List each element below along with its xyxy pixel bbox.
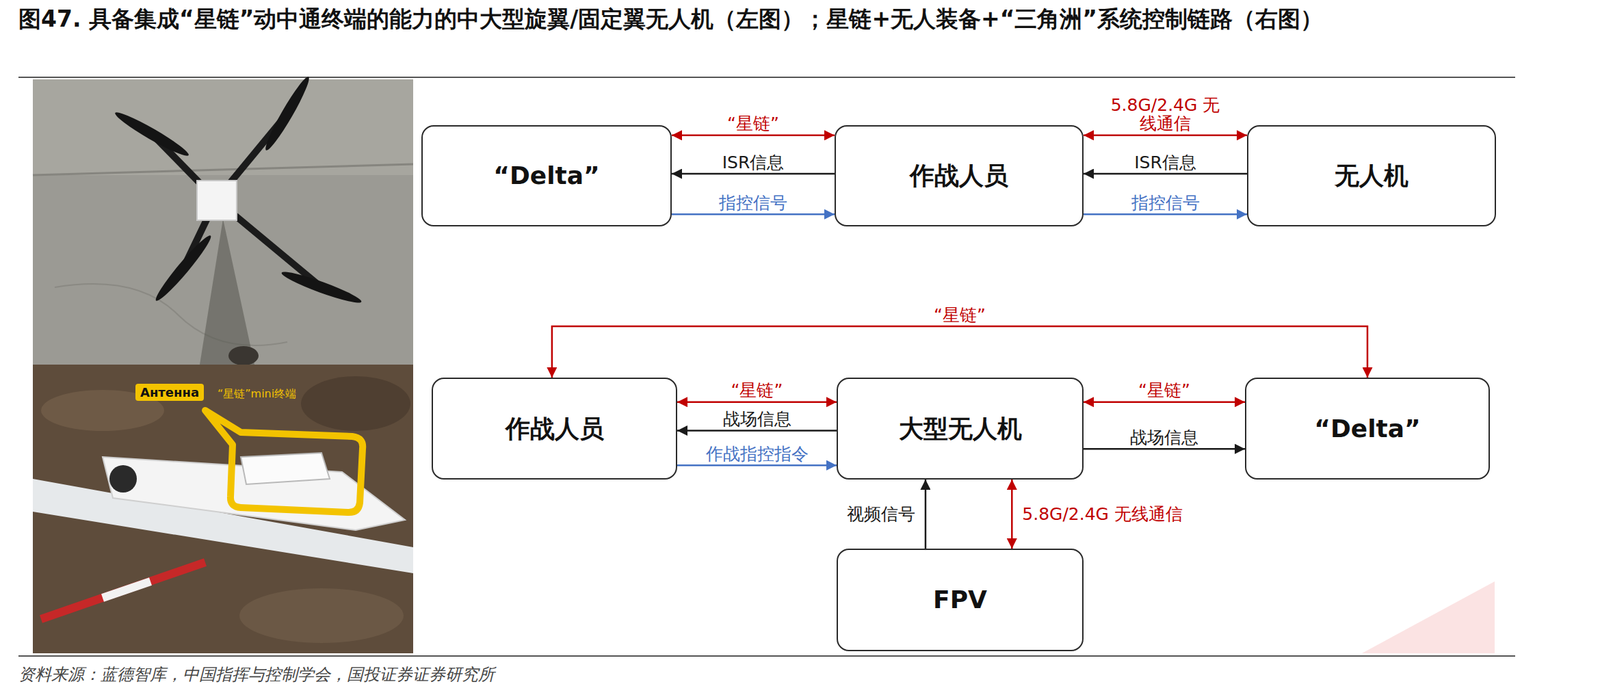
link-arrow [677,401,837,404]
link-arrow [1083,134,1248,137]
link-arrow [671,173,835,176]
link-label: “星链” [1136,381,1193,401]
link-arrow [1083,173,1248,176]
quadcopter-photo [32,73,414,366]
concrete-slab [32,79,414,176]
link-label: 战场信息 [1128,428,1201,448]
entity-box: “Delta” [421,125,672,227]
propeller [112,108,191,161]
soil-texture [300,376,411,431]
link-arrow [671,134,835,137]
link-label: 5.8G/2.4G 无线通信 [1105,95,1226,134]
concrete-crack [54,283,288,346]
link-label: 战场信息 [720,409,794,429]
entity-box: 无人机 [1247,125,1497,227]
drone-body [197,180,237,221]
link-arrow [1083,401,1245,404]
box-label: FPV [933,584,988,615]
entity-box: 作战人员 [431,377,678,480]
link-arrow [924,479,927,549]
soil-ground [32,364,414,654]
link-arrow [1083,448,1245,451]
highlight-outline [205,410,363,513]
figure-title: 图47. 具备集成“星链”动中通终端的能力的中大型旋翼/固定翼无人机（左图）；星… [18,4,1524,35]
entity-box: “Delta” [1244,377,1490,480]
link-label: “星链” [931,305,988,325]
entity-box: 作战人员 [834,125,1084,227]
link-label: 指控信号 [716,193,790,213]
link-arrow [1011,479,1014,549]
concrete-joint [32,164,414,176]
link-label: “星链” [729,381,786,401]
starlink-antenna [240,452,330,485]
link-label: 5.8G/2.4G 无线通信 [1019,504,1185,524]
link-label: 指控信号 [1129,193,1202,213]
boot [228,346,259,366]
link-label: ISR信息 [720,153,787,173]
propeller [279,267,364,307]
concrete-ground [32,79,414,365]
entity-box: FPV [836,548,1084,652]
link-arrow [552,326,1368,378]
box-label: 作战人员 [909,160,1009,191]
box-label: 作战人员 [505,413,605,444]
link-label: “星链” [725,114,782,134]
box-label: “Delta” [1314,413,1421,444]
source-note: 资料来源：蓝德智库，中国指挥与控制学会，国投证券证券研究所 [18,663,495,686]
footer-rule [18,655,1516,657]
fixed-wing-photo [32,364,414,654]
launch-pole [102,581,151,598]
link-label: ISR信息 [1132,153,1199,173]
link-arrow [1083,213,1248,216]
photo-badge: Антенна [135,383,204,401]
aircraft-motor [109,465,137,493]
box-label: 无人机 [1334,160,1409,191]
link-arrow [677,464,837,467]
link-arrow [671,213,835,216]
entity-box: 大型无人机 [836,377,1084,480]
box-label: “Delta” [493,160,600,191]
propeller [151,231,215,304]
box-label: 大型无人机 [898,413,1022,444]
link-label: 作战指控指令 [703,444,811,464]
soil-texture [239,588,404,644]
propeller [261,73,314,153]
launch-pole [41,562,206,620]
link-arrow [677,429,837,432]
photo-annotation: “星链”mini终端 [217,387,297,402]
link-label: 视频信号 [844,504,918,524]
corner-decoration [1361,581,1495,654]
title-rule [18,76,1516,78]
